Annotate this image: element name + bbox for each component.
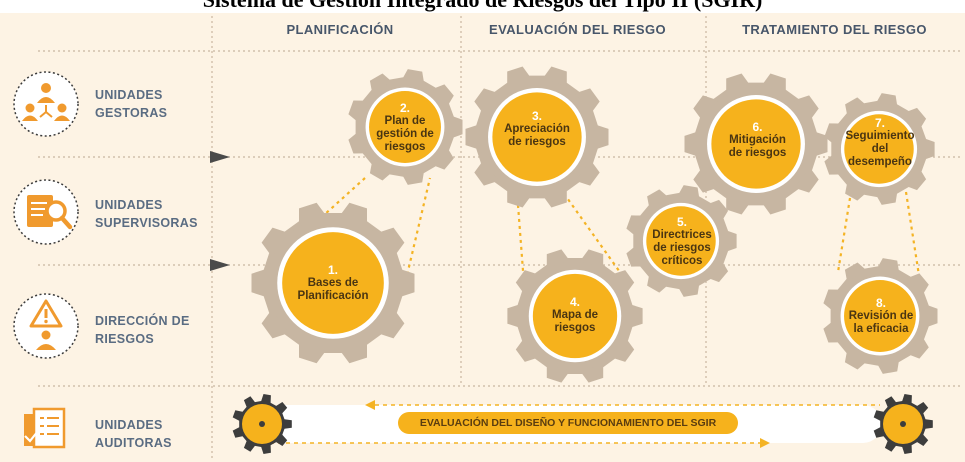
- step-line: riesgos: [384, 141, 426, 153]
- step-line: críticos: [661, 255, 703, 267]
- step-line: riesgos: [554, 322, 596, 334]
- step-line: la eficacia: [853, 323, 909, 335]
- bottom-gears: [232, 394, 933, 454]
- role-line: GESTORAS: [95, 106, 168, 120]
- step-8-label: 8. Revisión de la eficacia: [831, 297, 931, 336]
- role-line: AUDITORAS: [95, 436, 172, 450]
- step-4-label: 4. Mapa de riesgos: [530, 296, 620, 335]
- role-line: DIRECCIÓN DE: [95, 314, 190, 328]
- diagram-title: Sistema de Gestión Integrado de Riesgos …: [0, 0, 965, 13]
- gear-step-1: [251, 202, 415, 364]
- row-arrow-1: [210, 151, 230, 163]
- role-label-auditoras: UNIDADES AUDITORAS: [95, 416, 172, 452]
- gears-layer: [251, 66, 938, 383]
- gear-icon-right: [873, 394, 933, 454]
- bottom-bar-arrowhead-left: [365, 400, 375, 410]
- step-line: de riesgos: [508, 136, 566, 148]
- step-number: 2.: [399, 101, 410, 115]
- gear-step-7: [824, 93, 935, 205]
- step-line: Plan de: [384, 115, 426, 127]
- diagram-panel: [0, 13, 965, 462]
- step-line: de riesgos: [728, 147, 787, 159]
- step-number: 1.: [327, 263, 338, 277]
- document-magnifier-icon: [27, 195, 73, 230]
- role-label-gestoras: UNIDADES GESTORAS: [95, 86, 167, 122]
- role-line: RIESGOS: [95, 332, 155, 346]
- gear-step-5: [626, 185, 737, 297]
- grid-lines: [38, 16, 960, 458]
- step-1-label: 1. Bases de Planificación: [278, 264, 388, 303]
- step-7-label: 7. Seguimiento del desempeño: [830, 117, 930, 169]
- people-network-icon: [22, 83, 70, 121]
- step-line: desempeño: [848, 156, 912, 168]
- step-line: Planificación: [297, 290, 369, 302]
- connector-1-2b: [402, 177, 432, 289]
- step-5-label: 5. Directrices de riesgos críticos: [637, 216, 727, 268]
- step-number: 5.: [676, 215, 687, 229]
- gear-step-3: [465, 66, 609, 208]
- gear-step-4: [507, 249, 643, 383]
- step-2-label: 2. Plan de gestión de riesgos: [365, 102, 445, 154]
- step-line: Revisión de: [848, 310, 914, 322]
- step-line: Seguimiento: [845, 130, 915, 142]
- step-line: Bases de: [307, 277, 359, 289]
- step-number: 3.: [531, 109, 542, 123]
- step-number: 8.: [875, 296, 886, 310]
- role-line: SUPERVISORAS: [95, 216, 198, 230]
- role-line: UNIDADES: [95, 88, 163, 102]
- step-line: del: [871, 143, 889, 155]
- step-line: gestión de: [376, 128, 434, 140]
- role-icons: [13, 71, 79, 449]
- step-3-label: 3. Apreciación de riesgos: [487, 110, 587, 149]
- step-number: 4.: [569, 295, 580, 309]
- step-line: Directrices: [652, 229, 712, 241]
- gear-step-6: [684, 73, 828, 215]
- step-number: 7.: [874, 116, 885, 130]
- gear-icon-left: [232, 394, 292, 454]
- column-header-tratamiento: TRATAMIENTO DEL RIESGO: [742, 22, 927, 37]
- column-header-planificacion: PLANIFICACIÓN: [286, 22, 394, 37]
- role-line: UNIDADES: [95, 198, 163, 212]
- bottom-bar-pill: [398, 412, 738, 434]
- step-line: Mitigación: [729, 134, 786, 146]
- step-connectors: [302, 177, 922, 289]
- step-line: de riesgos: [653, 242, 711, 254]
- role-line: UNIDADES: [95, 418, 163, 432]
- step-line: Apreciación: [504, 123, 570, 135]
- bottom-bar: [262, 400, 882, 448]
- step-6-label: 6. Mitigación de riesgos: [710, 121, 805, 160]
- audit-document-icon: [24, 407, 66, 449]
- gear-step-2: [348, 69, 463, 185]
- gear-step-8: [823, 258, 938, 374]
- row-arrow-2: [210, 259, 230, 271]
- warning-person-icon: [29, 299, 63, 350]
- connector-7-8a: [836, 197, 852, 273]
- column-header-evaluacion: EVALUACIÓN DEL RIESGO: [489, 22, 666, 37]
- bottom-bar-label: EVALUACIÓN DEL DISEÑO Y FUNCIONAMIENTO D…: [419, 417, 717, 429]
- role-label-supervisoras: UNIDADES SUPERVISORAS: [95, 196, 198, 232]
- bottom-bar-arrowhead-right: [760, 438, 770, 448]
- role-icon-ring-1: [13, 71, 79, 137]
- connector-7-8b: [904, 191, 922, 283]
- role-label-direccion: DIRECCIÓN DE RIESGOS: [95, 312, 190, 348]
- connector-3-4a: [516, 204, 526, 285]
- step-line: Mapa de: [551, 309, 598, 321]
- step-number: 6.: [752, 120, 763, 134]
